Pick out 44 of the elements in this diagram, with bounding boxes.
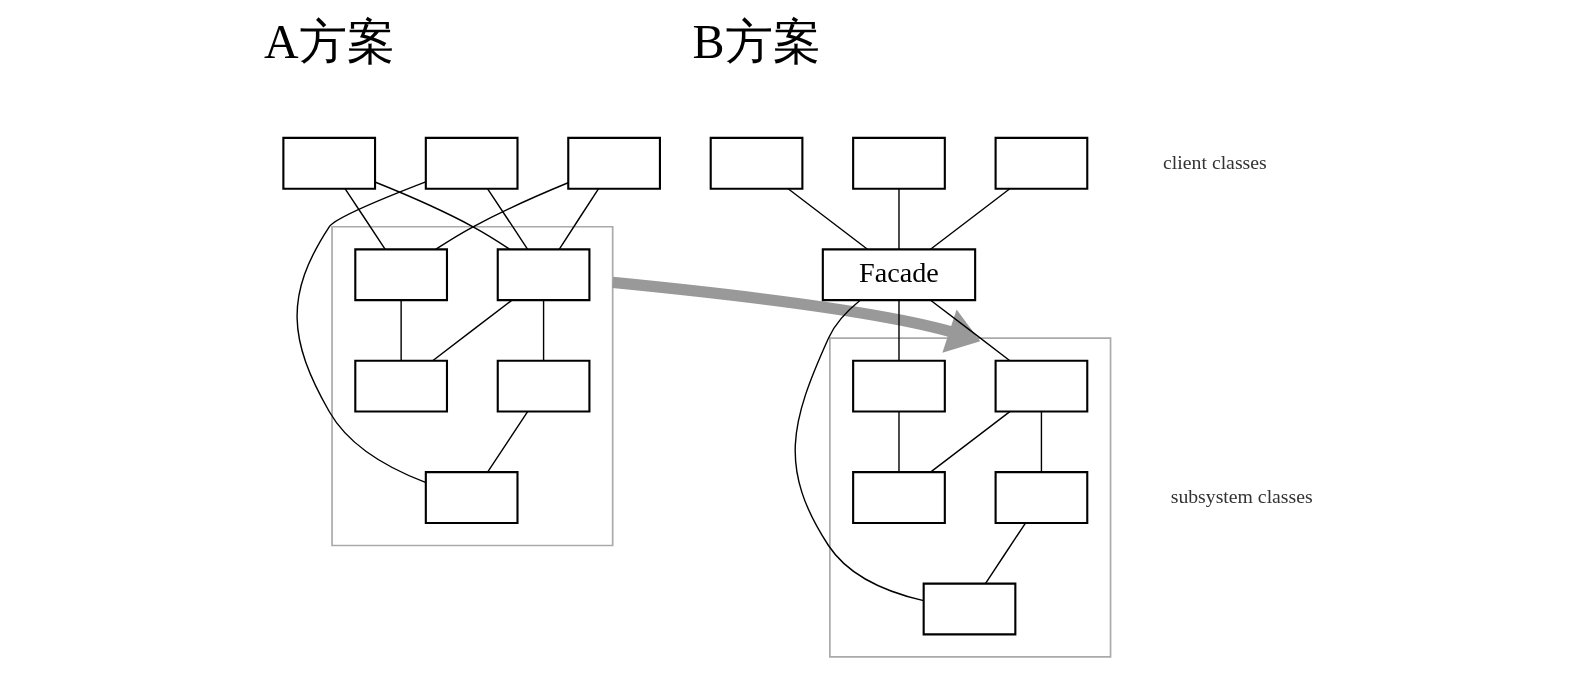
connector — [786, 188, 868, 250]
node-box — [353, 359, 448, 413]
cluster — [330, 225, 614, 547]
connector — [929, 299, 1011, 362]
connector — [295, 181, 426, 484]
node-box — [922, 582, 1016, 636]
node-box — [566, 136, 661, 190]
connector — [929, 188, 1010, 250]
node-box — [994, 359, 1088, 413]
connector — [897, 188, 900, 250]
connector — [984, 522, 1026, 585]
cluster — [828, 337, 1111, 658]
node-box — [851, 471, 946, 524]
label: subsystem classes — [1170, 484, 1313, 507]
connector — [486, 410, 528, 473]
node-box — [851, 136, 946, 190]
connector — [929, 410, 1010, 473]
connector — [431, 299, 513, 362]
connector — [542, 299, 544, 362]
connector — [399, 299, 402, 362]
connector — [486, 188, 528, 250]
node-box — [353, 248, 448, 302]
node-box — [424, 136, 519, 190]
node-box — [424, 471, 519, 524]
connector — [434, 182, 569, 250]
node-box — [994, 471, 1088, 524]
label: A方案 — [263, 14, 395, 68]
connector — [1040, 410, 1042, 473]
node-box — [281, 136, 376, 190]
arrow — [611, 276, 980, 353]
label: client classes — [1162, 150, 1267, 173]
node-box — [851, 359, 946, 413]
connector — [794, 299, 924, 602]
connector — [897, 299, 900, 362]
connector — [897, 410, 900, 473]
label: B方案 — [692, 14, 821, 68]
node-box — [994, 136, 1088, 190]
node-box: Facade — [821, 248, 976, 302]
connector — [374, 181, 510, 250]
connector — [558, 188, 599, 250]
node-box — [709, 136, 803, 190]
node-box — [496, 248, 590, 302]
connector — [343, 188, 386, 250]
node-box — [496, 359, 590, 413]
